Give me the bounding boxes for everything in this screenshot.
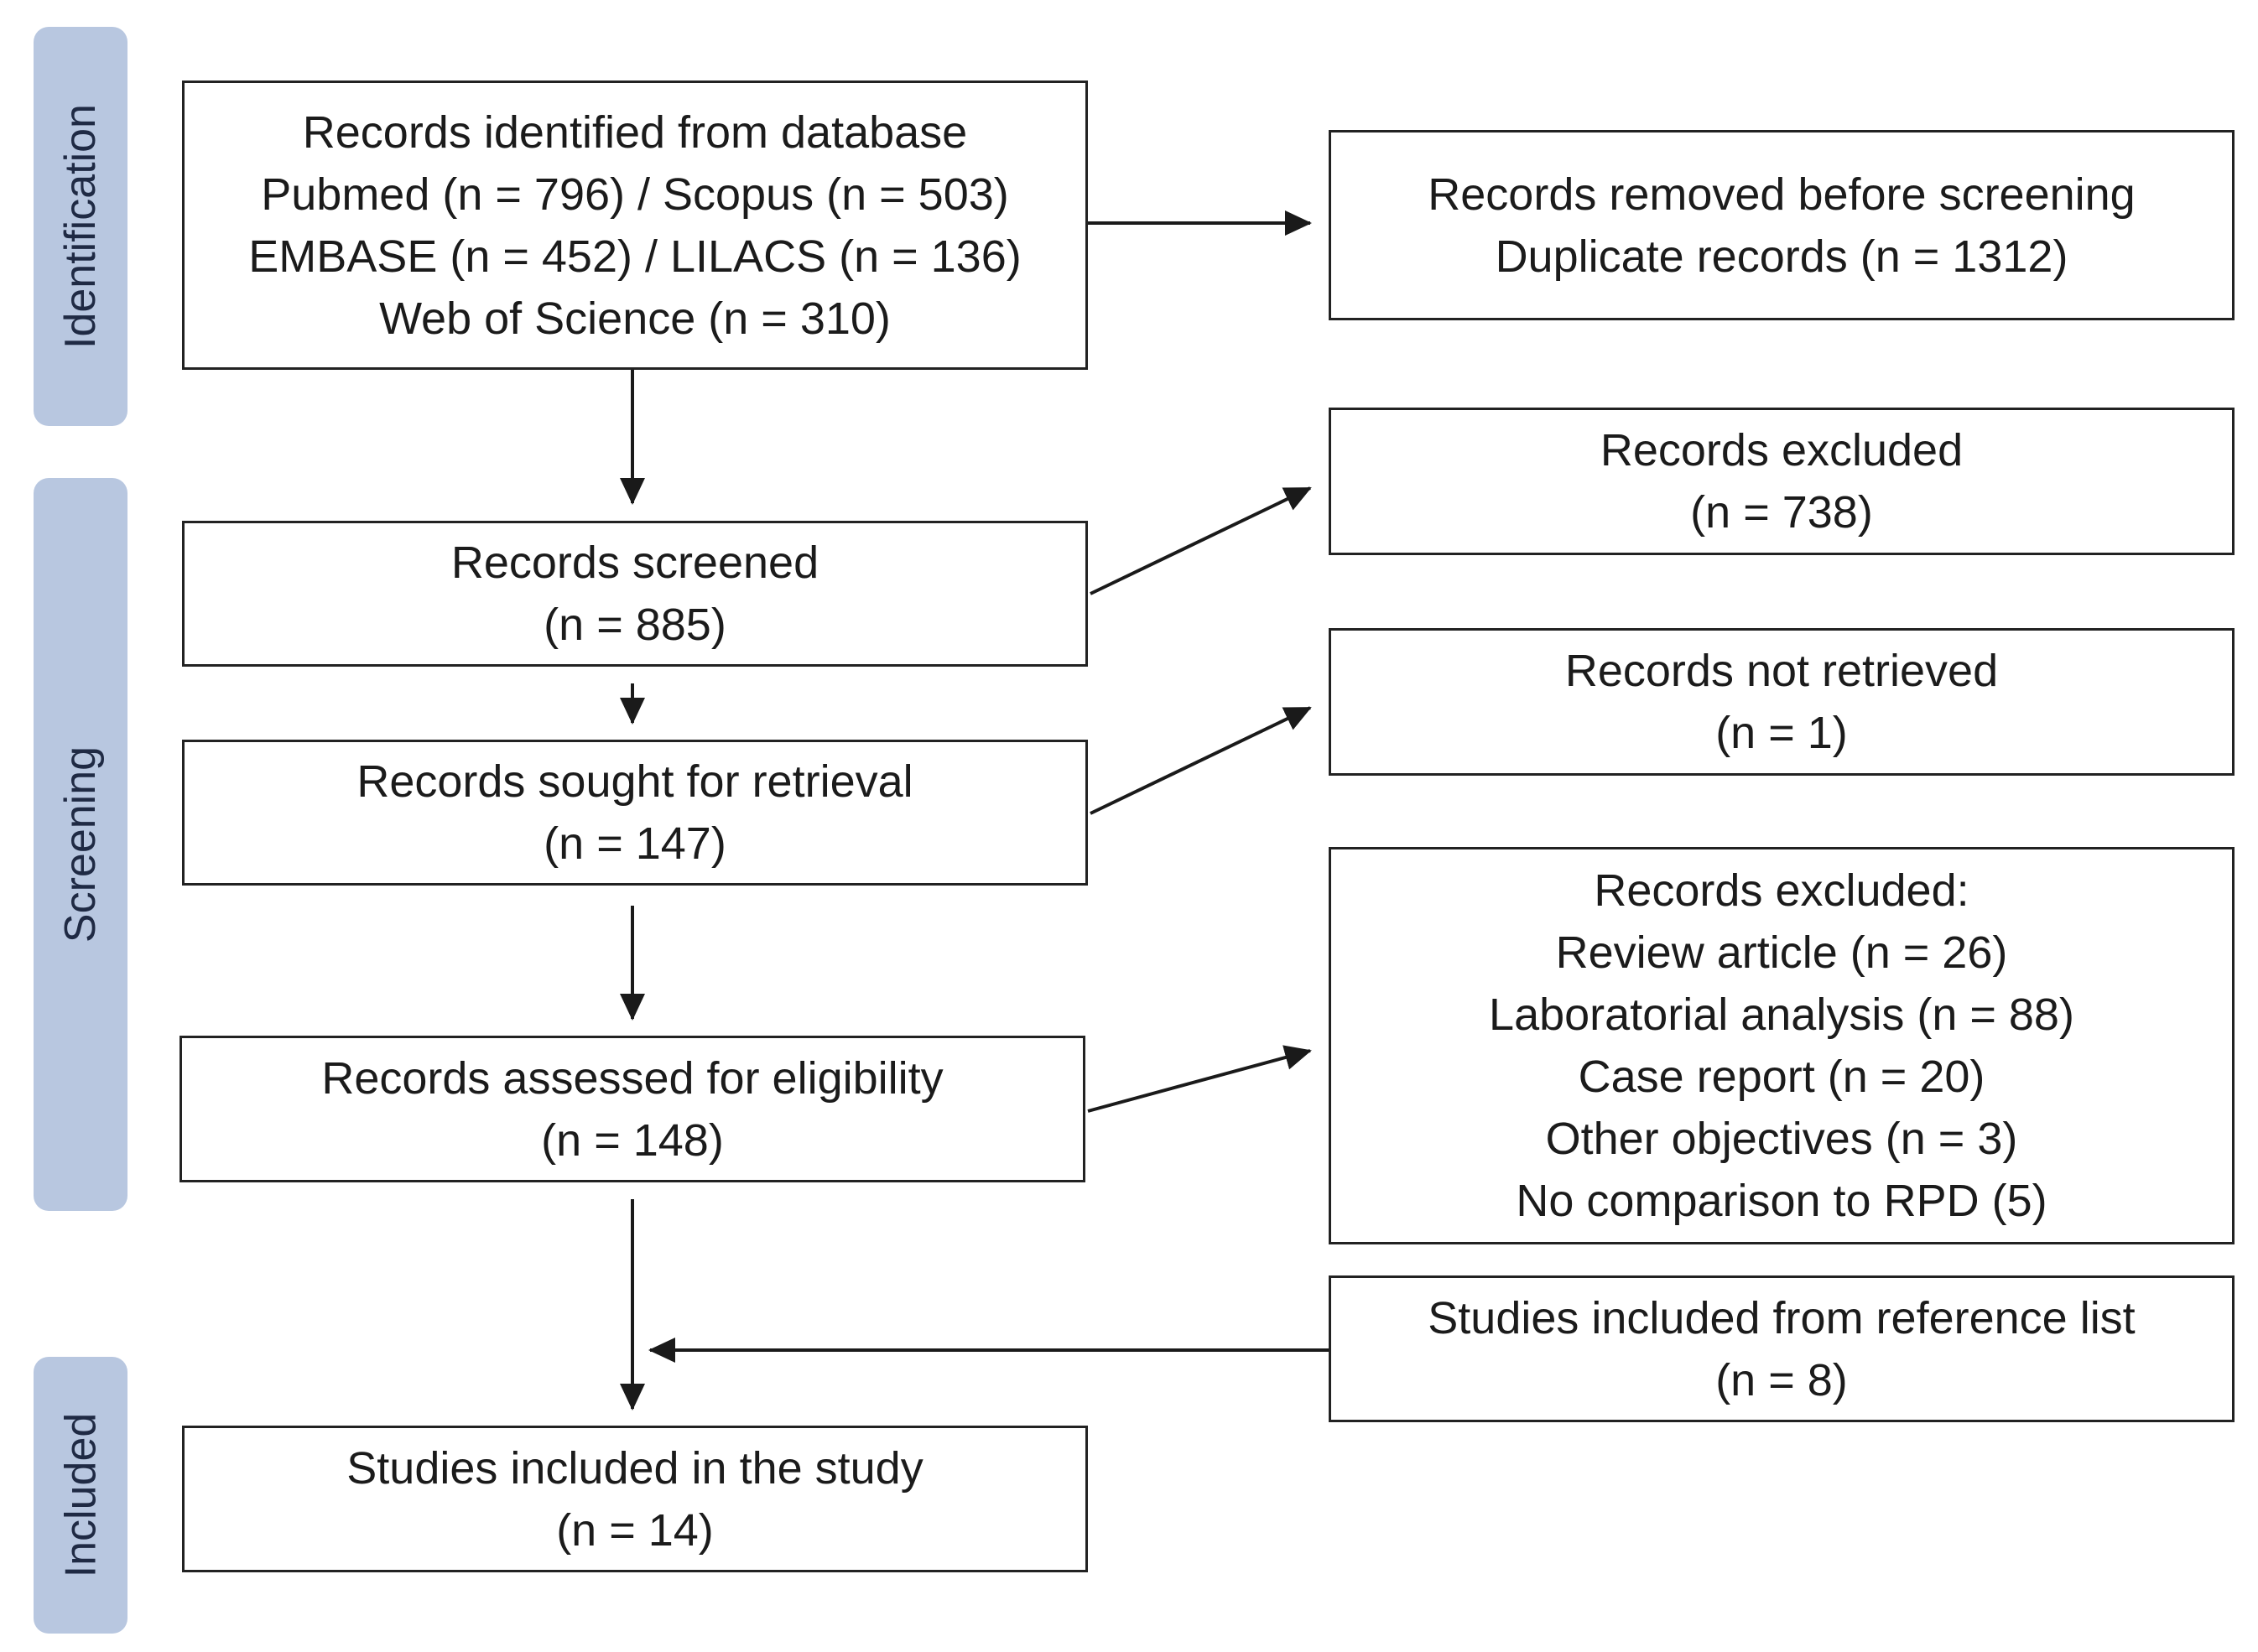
box-line: (n = 14): [556, 1504, 714, 1556]
arrow-sought-to-not-retrieved: [1090, 706, 1312, 815]
box-line: Case report (n = 20): [1578, 1052, 1985, 1102]
box-line: EMBASE (n = 452) / LILACS (n = 136): [248, 231, 1022, 282]
box-line: Records identified from database: [302, 106, 968, 158]
box-line: Review article (n = 26): [1555, 927, 2008, 978]
box-line: Duplicate records (n = 1312): [1495, 231, 2068, 282]
box-line: Records assessed for eligibility: [321, 1052, 944, 1104]
box-studies-reference-list: Studies included from reference list (n …: [1329, 1275, 2235, 1422]
box-line: Studies included in the study: [346, 1442, 923, 1494]
box-line: Records excluded: [1600, 425, 1964, 475]
box-studies-included: Studies included in the study (n = 14): [182, 1426, 1088, 1572]
box-line: No comparison to RPD (5): [1516, 1176, 2047, 1226]
box-line: Laboratorial analysis (n = 88): [1489, 990, 2074, 1040]
box-records-excluded-screening: Records excluded (n = 738): [1329, 408, 2235, 555]
box-line: Records excluded:: [1594, 865, 1969, 916]
arrow-screened-to-excluded: [1090, 486, 1312, 595]
box-line: Records screened: [450, 538, 819, 588]
box-line: Records not retrieved: [1564, 646, 1999, 696]
box-records-assessed: Records assessed for eligibility (n = 14…: [179, 1036, 1085, 1182]
box-line: (n = 738): [1690, 487, 1873, 538]
box-line: (n = 8): [1715, 1354, 1848, 1405]
box-line: Records removed before screening: [1428, 169, 2136, 220]
box-records-excluded-eligibility: Records excluded: Review article (n = 26…: [1329, 847, 2235, 1244]
phase-included: Included: [34, 1357, 127, 1634]
box-records-removed: Records removed before screening Duplica…: [1329, 130, 2235, 320]
box-line: (n = 147): [544, 818, 726, 869]
box-line: (n = 885): [544, 600, 726, 650]
box-records-sought: Records sought for retrieval (n = 147): [182, 740, 1088, 886]
box-line: Other objectives (n = 3): [1545, 1114, 2018, 1164]
box-line: (n = 148): [541, 1114, 724, 1166]
box-line: Records sought for retrieval: [356, 756, 913, 807]
box-records-identified: Records identified from database Pubmed …: [182, 81, 1088, 370]
arrow-assessed-to-excluded: [1087, 1045, 1312, 1113]
box-line: Studies included from reference list: [1428, 1292, 2136, 1343]
box-line: Pubmed (n = 796) / Scopus (n = 503): [261, 169, 1009, 220]
box-line: (n = 1): [1715, 708, 1848, 758]
box-records-not-retrieved: Records not retrieved (n = 1): [1329, 628, 2235, 776]
box-records-screened: Records screened (n = 885): [182, 521, 1088, 667]
phase-screening: Screening: [34, 478, 127, 1211]
box-line: Web of Science (n = 310): [379, 293, 891, 344]
phase-identification: Identification: [34, 27, 127, 426]
